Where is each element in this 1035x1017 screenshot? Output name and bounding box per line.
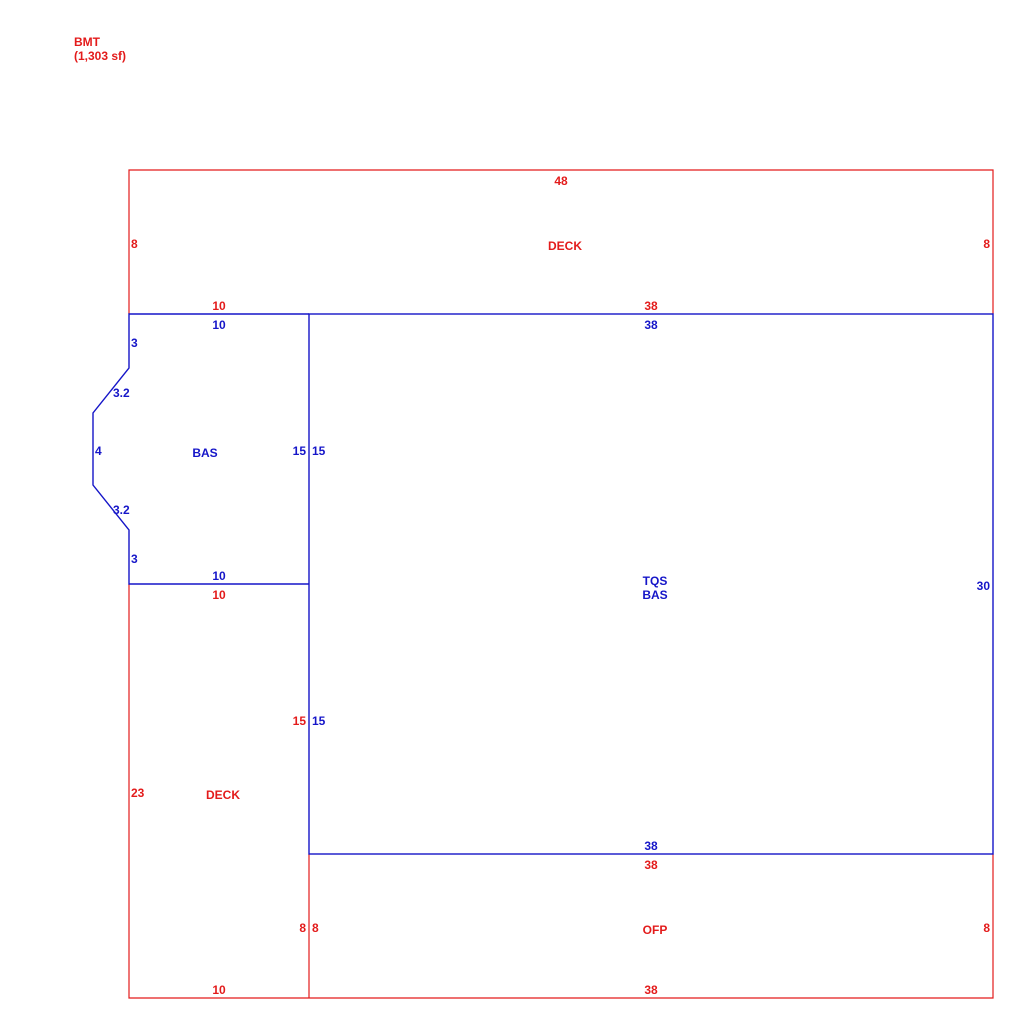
dim-bas-left-bottom: 10 [212,569,226,583]
dim-deck-left-right: 15 [293,714,307,728]
dim-main-left-lower: 15 [312,714,326,728]
dim-main-bottom: 38 [644,839,658,853]
dim-bas-left-bottom-side: 3 [131,552,138,566]
dim-deck-top-right: 8 [983,237,990,251]
area-code-label: BMT [74,35,101,49]
dim-deck-top-left: 8 [131,237,138,251]
dim-main-left-upper: 15 [312,444,326,458]
deck-left-outline [128,584,309,999]
deck-top-area-label: DECK [548,239,582,253]
dim-deck-top-bottom-right: 38 [644,299,658,313]
dim-deck-left-bottom: 10 [212,983,226,997]
dim-bas-left-top-side: 3 [131,336,138,350]
dim-bas-left-upper-bevel: 3.2 [113,386,130,400]
dim-bas-left-lower-bevel: 3.2 [113,503,130,517]
dim-deck-top-bottom-left: 10 [212,299,226,313]
main-tqs-area-label: TQS [643,574,668,588]
dim-bas-left-top: 10 [212,318,226,332]
main-living-outline [308,313,994,855]
dim-deck-left-lower-right: 8 [299,921,306,935]
area-total-label: (1,303 sf) [74,49,126,63]
dim-deck-left-left: 23 [131,786,145,800]
dim-bas-left-right: 15 [293,444,307,458]
dim-ofp-left: 8 [312,921,319,935]
dim-ofp-right: 8 [983,921,990,935]
dim-main-top: 38 [644,318,658,332]
dim-bas-left-bay: 4 [95,444,102,458]
dim-deck-top-top: 48 [554,174,568,188]
main-bas-area-label: BAS [642,588,667,602]
ofp-outline [309,854,994,999]
deck-left-area-label: DECK [206,788,240,802]
bas-left-area-label: BAS [192,446,217,460]
deck-top-outline [128,169,994,314]
dim-ofp-bottom: 38 [644,983,658,997]
dim-ofp-top: 38 [644,858,658,872]
dim-deck-left-top: 10 [212,588,226,602]
dim-main-right: 30 [977,579,991,593]
ofp-area-label: OFP [643,923,668,937]
bas-left-outline [92,313,309,585]
